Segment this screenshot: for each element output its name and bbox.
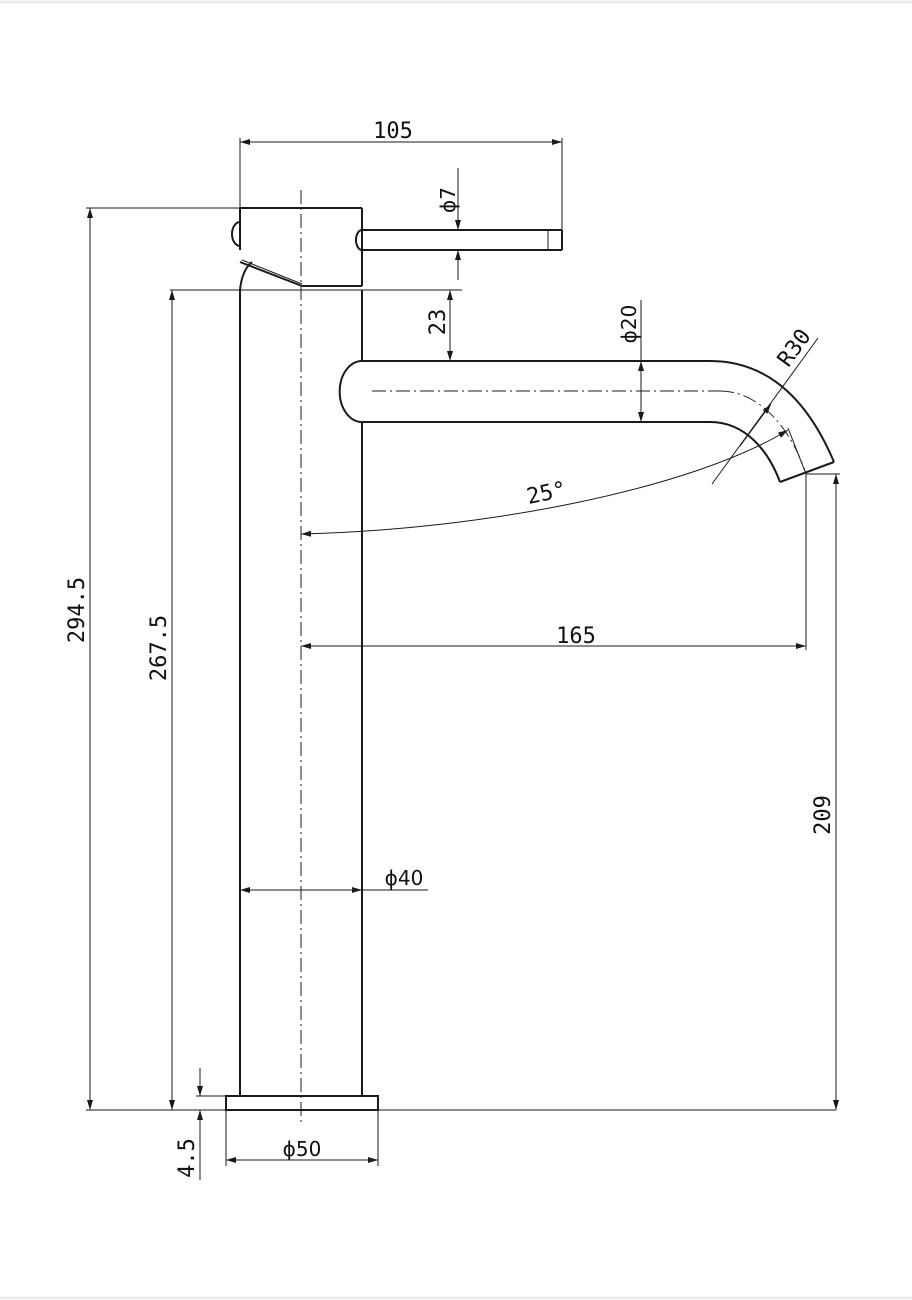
dim-phi50-label: ϕ50 — [283, 1137, 322, 1161]
dim-base-thickness: 4.5 — [175, 1068, 226, 1180]
dim-spout-offset: 23 — [170, 289, 462, 362]
faucet-handle — [355, 229, 563, 251]
faucet-spout — [338, 360, 835, 483]
dim-phi20-label: ϕ20 — [617, 305, 641, 344]
dim-105-label: 105 — [373, 119, 413, 144]
dim-base-diameter: ϕ50 — [225, 1110, 379, 1166]
dim-spout-radius: R30 — [711, 325, 819, 485]
dim-165-label: 165 — [556, 624, 596, 649]
dim-23-label: 23 — [426, 309, 451, 336]
faucet-head — [231, 207, 363, 287]
dim-spout-angle: 25° — [300, 429, 789, 537]
dim-267-5-label: 267.5 — [147, 615, 172, 681]
dim-4-5-label: 4.5 — [175, 1138, 200, 1178]
dim-phi40-label: ϕ40 — [385, 866, 424, 890]
dim-spout-reach: 165 — [301, 474, 807, 650]
dim-handle-diameter: ϕ7 — [436, 168, 461, 280]
dim-outlet-height: 209 — [806, 473, 840, 1110]
faucet-base — [225, 1095, 379, 1111]
dim-209-label: 209 — [811, 795, 836, 835]
dim-phi7-label: ϕ7 — [436, 187, 460, 213]
dim-handle-length: 105 — [239, 119, 563, 230]
dim-spout-diameter: ϕ20 — [617, 300, 644, 422]
dim-body-diameter: ϕ40 — [240, 866, 428, 893]
dim-r30-label: R30 — [773, 325, 817, 372]
dim-body-height: 267.5 — [147, 290, 175, 1110]
dim-total-height: 294.5 — [65, 207, 836, 1111]
dim-294-5-label: 294.5 — [65, 577, 90, 643]
